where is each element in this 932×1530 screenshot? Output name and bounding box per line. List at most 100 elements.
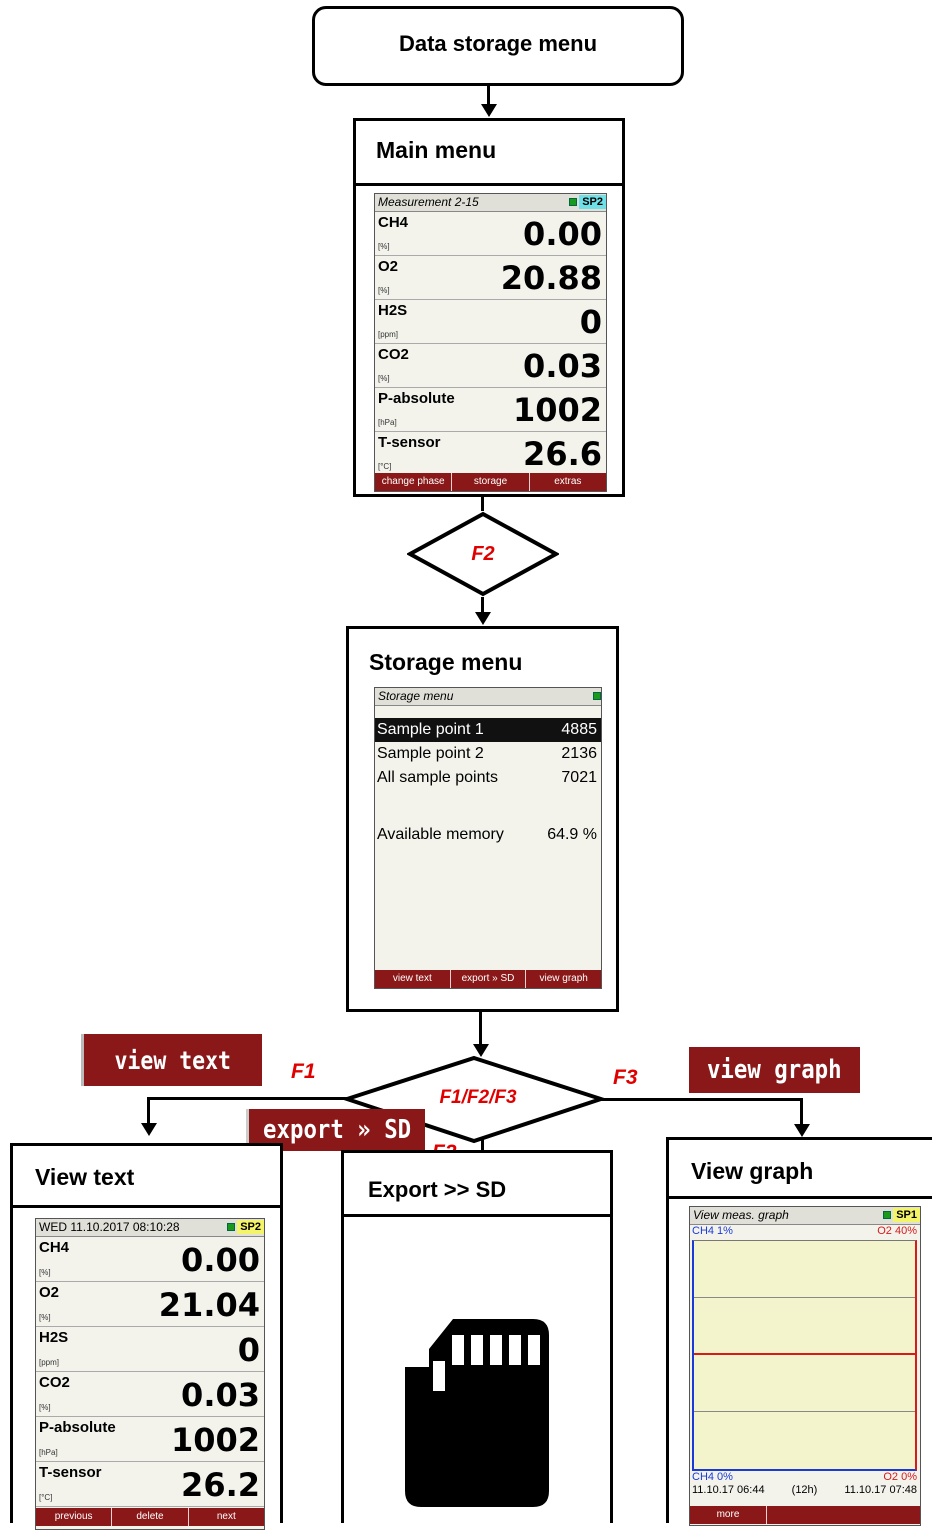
- measurement-value: 0.00: [181, 1241, 260, 1279]
- function-key-bar: view text export » SD view graph: [375, 970, 601, 988]
- fkey-export-sd[interactable]: export » SD: [449, 970, 526, 988]
- measurement-unit: [%]: [39, 1268, 51, 1277]
- fkey-view-graph[interactable]: view graph: [525, 970, 601, 988]
- view-text-box: View text WED 11.10.2017 08:10:28 SP2 CH…: [10, 1143, 283, 1530]
- view-graph-title: View graph: [691, 1158, 814, 1184]
- arrow-down-icon: [473, 1044, 489, 1057]
- graph-gridline: [694, 1297, 915, 1298]
- status-led-icon: [883, 1211, 892, 1219]
- measurement-unit: [%]: [39, 1403, 51, 1412]
- export-sd-key-label: export » SD: [262, 1115, 412, 1145]
- screen-header: View meas. graph SP1: [690, 1207, 920, 1225]
- graph-time-span: (12h): [791, 1484, 818, 1496]
- fkey-previous[interactable]: previous: [54, 1511, 93, 1522]
- measurement-value: 0.03: [523, 347, 602, 385]
- data-storage-menu-label: Data storage menu: [398, 31, 598, 56]
- graph-gridline: [694, 1411, 915, 1412]
- measurement-unit: [°C]: [39, 1493, 53, 1502]
- sample-point-badge: SP1: [893, 1208, 920, 1222]
- status-led-icon: [593, 692, 601, 700]
- arrow-down-icon: [794, 1124, 810, 1137]
- fkey-next[interactable]: next: [187, 1508, 264, 1526]
- screen-header-label: View meas. graph: [693, 1208, 789, 1222]
- view-text-title: View text: [35, 1164, 135, 1190]
- graph-time-start: 11.10.17 06:44: [692, 1484, 765, 1496]
- measurement-value: 1002: [512, 391, 602, 429]
- graph-bottom-left-label: CH4 0%: [692, 1471, 733, 1483]
- view-graph-screen: View meas. graph SP1 CH4 1% O2 40% CH4 0…: [689, 1206, 921, 1526]
- screen-header: WED 11.10.2017 08:10:28 SP2: [36, 1219, 264, 1237]
- measurement-name: T-sensor: [39, 1464, 102, 1481]
- view-graph-key-label: view graph: [707, 1055, 842, 1085]
- branch-label-f3: F3: [613, 1066, 638, 1089]
- measurement-value: 21.04: [158, 1286, 260, 1324]
- measurement-value: 0.00: [523, 215, 602, 253]
- fkey-more[interactable]: more: [690, 1506, 767, 1524]
- measurement-row: H2S[ppm]0: [375, 300, 606, 344]
- storage-menu-box: Storage menu Storage menu Sample point 1…: [346, 626, 619, 1012]
- available-memory-row: Available memory 64.9 %: [377, 826, 597, 844]
- export-sd-title: Export >> SD: [368, 1177, 507, 1202]
- measurement-name: O2: [39, 1284, 60, 1301]
- function-key-bar: more: [690, 1506, 920, 1524]
- measurement-row: CO2[%]0.03: [375, 344, 606, 388]
- measurement-value: 20.88: [500, 259, 602, 297]
- fkey-change-phase[interactable]: change phase: [381, 476, 445, 487]
- measurement-name: CH4: [378, 214, 409, 231]
- status-led-icon: [569, 198, 578, 206]
- screen-header-label: Storage menu: [378, 689, 454, 703]
- measurement-name: H2S: [378, 302, 408, 319]
- decision-f2-diamond: [407, 511, 559, 597]
- fkey-extras[interactable]: extras: [528, 473, 606, 491]
- decision-f1-f2-f3-diamond: [343, 1055, 605, 1144]
- measurement-row: O2 [%] 21.04: [36, 1282, 264, 1327]
- view-text-key: view text: [81, 1034, 262, 1086]
- storage-item-count: 7021: [561, 769, 597, 786]
- measurement-value: 26.6: [523, 435, 602, 473]
- function-key-bar: previous delete next: [36, 1508, 264, 1526]
- fkey-storage[interactable]: storage: [451, 473, 528, 491]
- available-memory-label: Available memory: [377, 826, 504, 843]
- measurement-unit: [ppm]: [39, 1358, 60, 1367]
- storage-menu-title: Storage menu: [369, 649, 523, 675]
- measurement-name: H2S: [39, 1329, 69, 1346]
- arrow-down-icon: [481, 104, 497, 117]
- function-key-bar: change phase storage extras: [375, 473, 606, 491]
- measurement-row: O2 [%] 20.88: [375, 256, 606, 300]
- measurement-name: P-absolute: [378, 390, 455, 407]
- decision-f2-label: F2: [471, 543, 495, 565]
- sample-point-badge: SP2: [579, 195, 606, 209]
- status-led-icon: [227, 1223, 236, 1231]
- graph-time-axis: 11.10.17 06:44 (12h) 11.10.17 07:48: [692, 1484, 917, 1496]
- graph-top-left-label: CH4 1%: [692, 1225, 733, 1237]
- measurement-value: 0.03: [181, 1376, 260, 1414]
- measurement-unit: [%]: [378, 242, 390, 251]
- graph-plot-area: [692, 1240, 917, 1471]
- measurement-row: P-absolute[hPa]1002: [36, 1417, 264, 1462]
- measurement-unit: [%]: [39, 1313, 51, 1322]
- view-text-key-label: view text: [106, 1043, 240, 1078]
- sd-card-icon: [405, 1319, 549, 1507]
- measurement-name: CO2: [378, 346, 409, 363]
- fkey-view-text[interactable]: view text: [392, 973, 432, 984]
- measurement-name: CH4: [39, 1239, 70, 1256]
- measurement-name: O2: [378, 258, 399, 275]
- main-menu-box: Main menu Measurement 2-15 SP2 CH4[%]0.0…: [353, 118, 625, 497]
- export-sd-key: export » SD: [246, 1109, 425, 1151]
- view-graph-key: view graph: [689, 1047, 860, 1093]
- sample-point-badge: SP2: [237, 1220, 264, 1234]
- screen-header: Measurement 2-15 SP2: [375, 194, 606, 212]
- fkey-delete[interactable]: delete: [111, 1508, 187, 1526]
- graph-o2-line: [694, 1353, 915, 1355]
- branch-label-f1: F1: [291, 1060, 316, 1083]
- measurement-row: T-sensor[°C]26.6: [375, 432, 606, 476]
- measurement-unit: [%]: [378, 286, 390, 295]
- measurement-unit: [hPa]: [378, 418, 397, 427]
- measurement-row: P-absolute [hPa] 1002: [375, 388, 606, 432]
